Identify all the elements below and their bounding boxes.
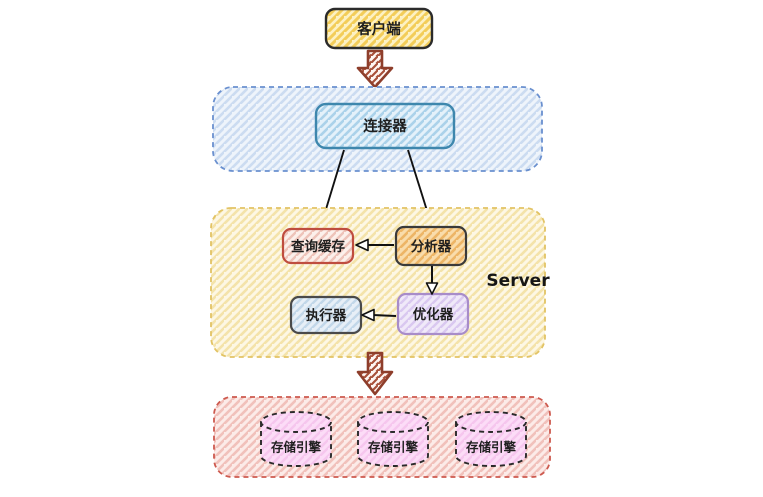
storage-engine-label: 存储引擎 (367, 440, 419, 455)
connector-layer: 连接器 (212, 86, 543, 172)
analyzer-label: 分析器 (411, 238, 452, 255)
optimizer-label: 优化器 (413, 306, 454, 323)
edge-analyzer-to-query-cache (355, 238, 394, 252)
client-label: 客户端 (356, 20, 401, 38)
executor-box (289, 295, 363, 335)
server-layer: Server 查询缓存 分析器 执行器 优化器 (210, 207, 550, 358)
query-cache-box (281, 227, 355, 265)
storage-engine-cylinder: 存储引擎 (260, 411, 332, 467)
analyzer-box (394, 225, 468, 267)
edge-analyzer-to-optimizer (425, 266, 439, 295)
connector-label: 连接器 (363, 117, 407, 135)
optimizer-box (396, 292, 470, 336)
database-icon (357, 411, 429, 433)
client-node: 客户端 (324, 7, 434, 50)
flow-arrow-client-to-connector-icon (356, 49, 394, 89)
query-cache-label: 查询缓存 (291, 238, 345, 255)
storage-layer: 存储引擎 存储引擎 存储引擎 (213, 396, 551, 478)
storage-engine-cylinder: 存储引擎 (357, 411, 429, 467)
database-icon (455, 411, 527, 433)
server-layer-label: Server (486, 271, 550, 291)
flow-arrow-server-to-storage-icon (356, 351, 394, 396)
storage-engine-label: 存储引擎 (270, 440, 322, 455)
connector-box (314, 102, 456, 150)
storage-engine-label: 存储引擎 (465, 440, 517, 455)
edge-optimizer-to-executor (361, 308, 397, 322)
client-box (324, 7, 434, 50)
storage-engine-cylinder: 存储引擎 (455, 411, 527, 467)
executor-label: 执行器 (306, 307, 347, 324)
database-icon (260, 411, 332, 433)
